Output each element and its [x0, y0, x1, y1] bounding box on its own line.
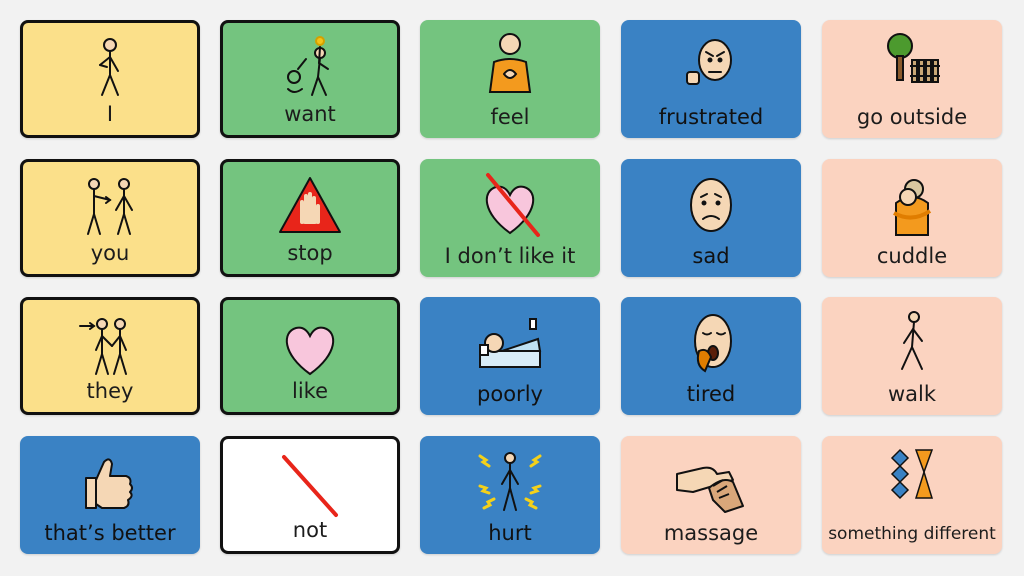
- symbol-button-not[interactable]: not: [220, 436, 400, 554]
- tree-fence-icon: [874, 30, 950, 102]
- person-pointing-other-icon: [72, 172, 148, 244]
- symbol-button-thats-better[interactable]: that’s better: [20, 436, 200, 554]
- cell-label: they: [86, 378, 134, 403]
- symbol-button-i-dont-like-it[interactable]: I don’t like it: [420, 159, 600, 277]
- cell-label: something different: [828, 524, 996, 545]
- symbol-button-want[interactable]: want: [220, 20, 400, 138]
- cell-label: sad: [692, 243, 730, 268]
- different-shapes-icon: [874, 446, 950, 518]
- symbol-button-something-different[interactable]: something different: [822, 436, 1002, 554]
- symbol-button-massage[interactable]: massage: [621, 436, 801, 554]
- cell-label: cuddle: [876, 243, 948, 268]
- symbol-button-like[interactable]: like: [220, 297, 400, 415]
- symbol-button-frustrated[interactable]: frustrated: [621, 20, 801, 138]
- cell-label: stop: [287, 240, 333, 265]
- cell-label: that’s better: [44, 520, 176, 545]
- symbol-button-stop[interactable]: stop: [220, 159, 400, 277]
- cell-label: I don’t like it: [444, 243, 576, 268]
- symbol-button-feel[interactable]: feel: [420, 20, 600, 138]
- people-pointing-icon: [72, 310, 148, 382]
- hurt-person-icon: [472, 446, 548, 518]
- symbol-button-they[interactable]: they: [20, 297, 200, 415]
- red-slash-icon: [272, 449, 348, 521]
- stop-hand-icon: [272, 172, 348, 244]
- symbol-button-cuddle[interactable]: cuddle: [822, 159, 1002, 277]
- cell-label: walk: [887, 381, 937, 406]
- symbol-button-hurt[interactable]: hurt: [420, 436, 600, 554]
- cell-label: tired: [686, 381, 736, 406]
- cell-label: you: [90, 240, 130, 265]
- cell-label: feel: [490, 104, 530, 129]
- person-pointing-self-icon: [72, 33, 148, 105]
- frustrated-face-icon: [673, 30, 749, 102]
- cell-label: hurt: [488, 520, 532, 545]
- cuddle-icon: [874, 169, 950, 241]
- symbol-button-tired[interactable]: tired: [621, 297, 801, 415]
- sad-face-icon: [673, 169, 749, 241]
- feel-icon: [472, 30, 548, 102]
- cell-label: not: [292, 517, 328, 542]
- symbol-button-you[interactable]: you: [20, 159, 200, 277]
- walking-person-icon: [874, 307, 950, 379]
- symbol-button-walk[interactable]: walk: [822, 297, 1002, 415]
- cell-label: massage: [663, 520, 759, 545]
- sick-in-bed-icon: [472, 307, 548, 379]
- cell-label: frustrated: [658, 104, 764, 129]
- cell-label: like: [291, 378, 328, 403]
- yawning-face-icon: [673, 307, 749, 379]
- cell-label: want: [284, 101, 336, 126]
- symbol-button-sad[interactable]: sad: [621, 159, 801, 277]
- symbol-button-i[interactable]: I: [20, 20, 200, 138]
- cell-label: go outside: [856, 104, 968, 129]
- symbol-button-go-outside[interactable]: go outside: [822, 20, 1002, 138]
- want-icon: [272, 33, 348, 105]
- crossed-heart-icon: [472, 169, 548, 241]
- massage-hands-icon: [673, 446, 749, 518]
- cell-label: poorly: [477, 381, 543, 406]
- cell-label: I: [106, 101, 114, 126]
- heart-icon: [272, 310, 348, 382]
- symbol-button-poorly[interactable]: poorly: [420, 297, 600, 415]
- thumbs-up-icon: [72, 446, 148, 518]
